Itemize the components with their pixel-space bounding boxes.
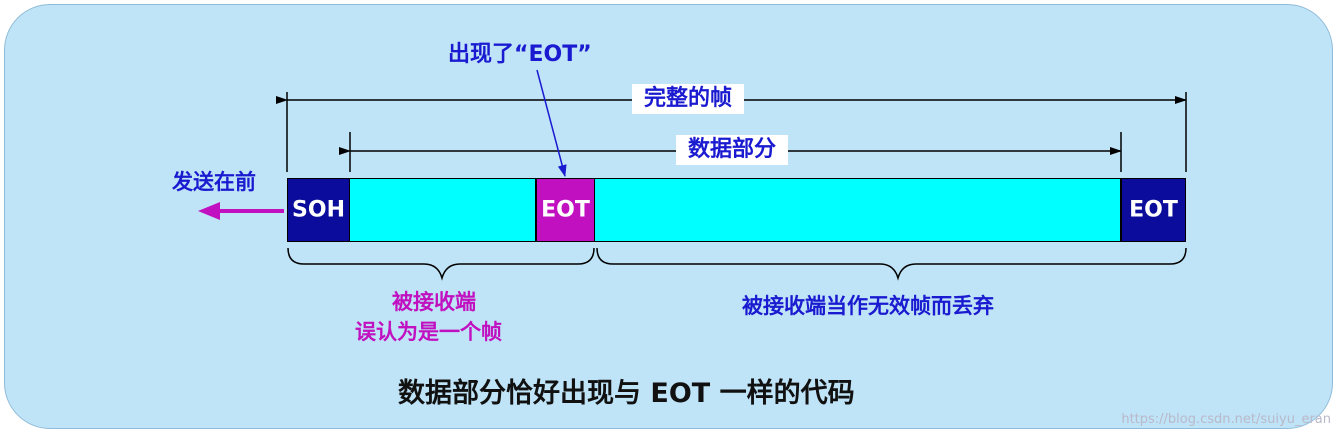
eot-appears-label: 出现了“EOT”: [448, 42, 592, 67]
eot-end-label: EOT: [1129, 197, 1178, 223]
right-brace: [596, 247, 1187, 281]
send-direction-arrowhead: [198, 202, 220, 220]
data-segment-1: [350, 178, 536, 242]
left-brace: [287, 247, 595, 281]
complete-frame-label: 完整的帧: [632, 84, 745, 114]
send-first-label: 发送在前: [172, 170, 256, 194]
eot-end-block: EOT: [1121, 178, 1186, 242]
receiver-label-line1: 被接收端: [392, 290, 476, 314]
soh-label: SOH: [292, 197, 345, 223]
data-segment-2: [595, 178, 1121, 242]
watermark: https://blog.csdn.net/suiyu_eran: [1121, 412, 1331, 427]
eot-pointer-arrow: [536, 69, 567, 177]
eot-mid-block: EOT: [536, 178, 595, 242]
soh-block: SOH: [287, 178, 350, 242]
data-part-label: 数据部分: [676, 135, 789, 165]
eot-mid-label: EOT: [541, 197, 590, 223]
receiver-label-line2: 误认为是一个帧: [355, 320, 502, 344]
discard-label: 被接收端当作无效帧而丢弃: [742, 294, 994, 318]
caption: 数据部分恰好出现与 EOT 一样的代码: [398, 378, 855, 409]
